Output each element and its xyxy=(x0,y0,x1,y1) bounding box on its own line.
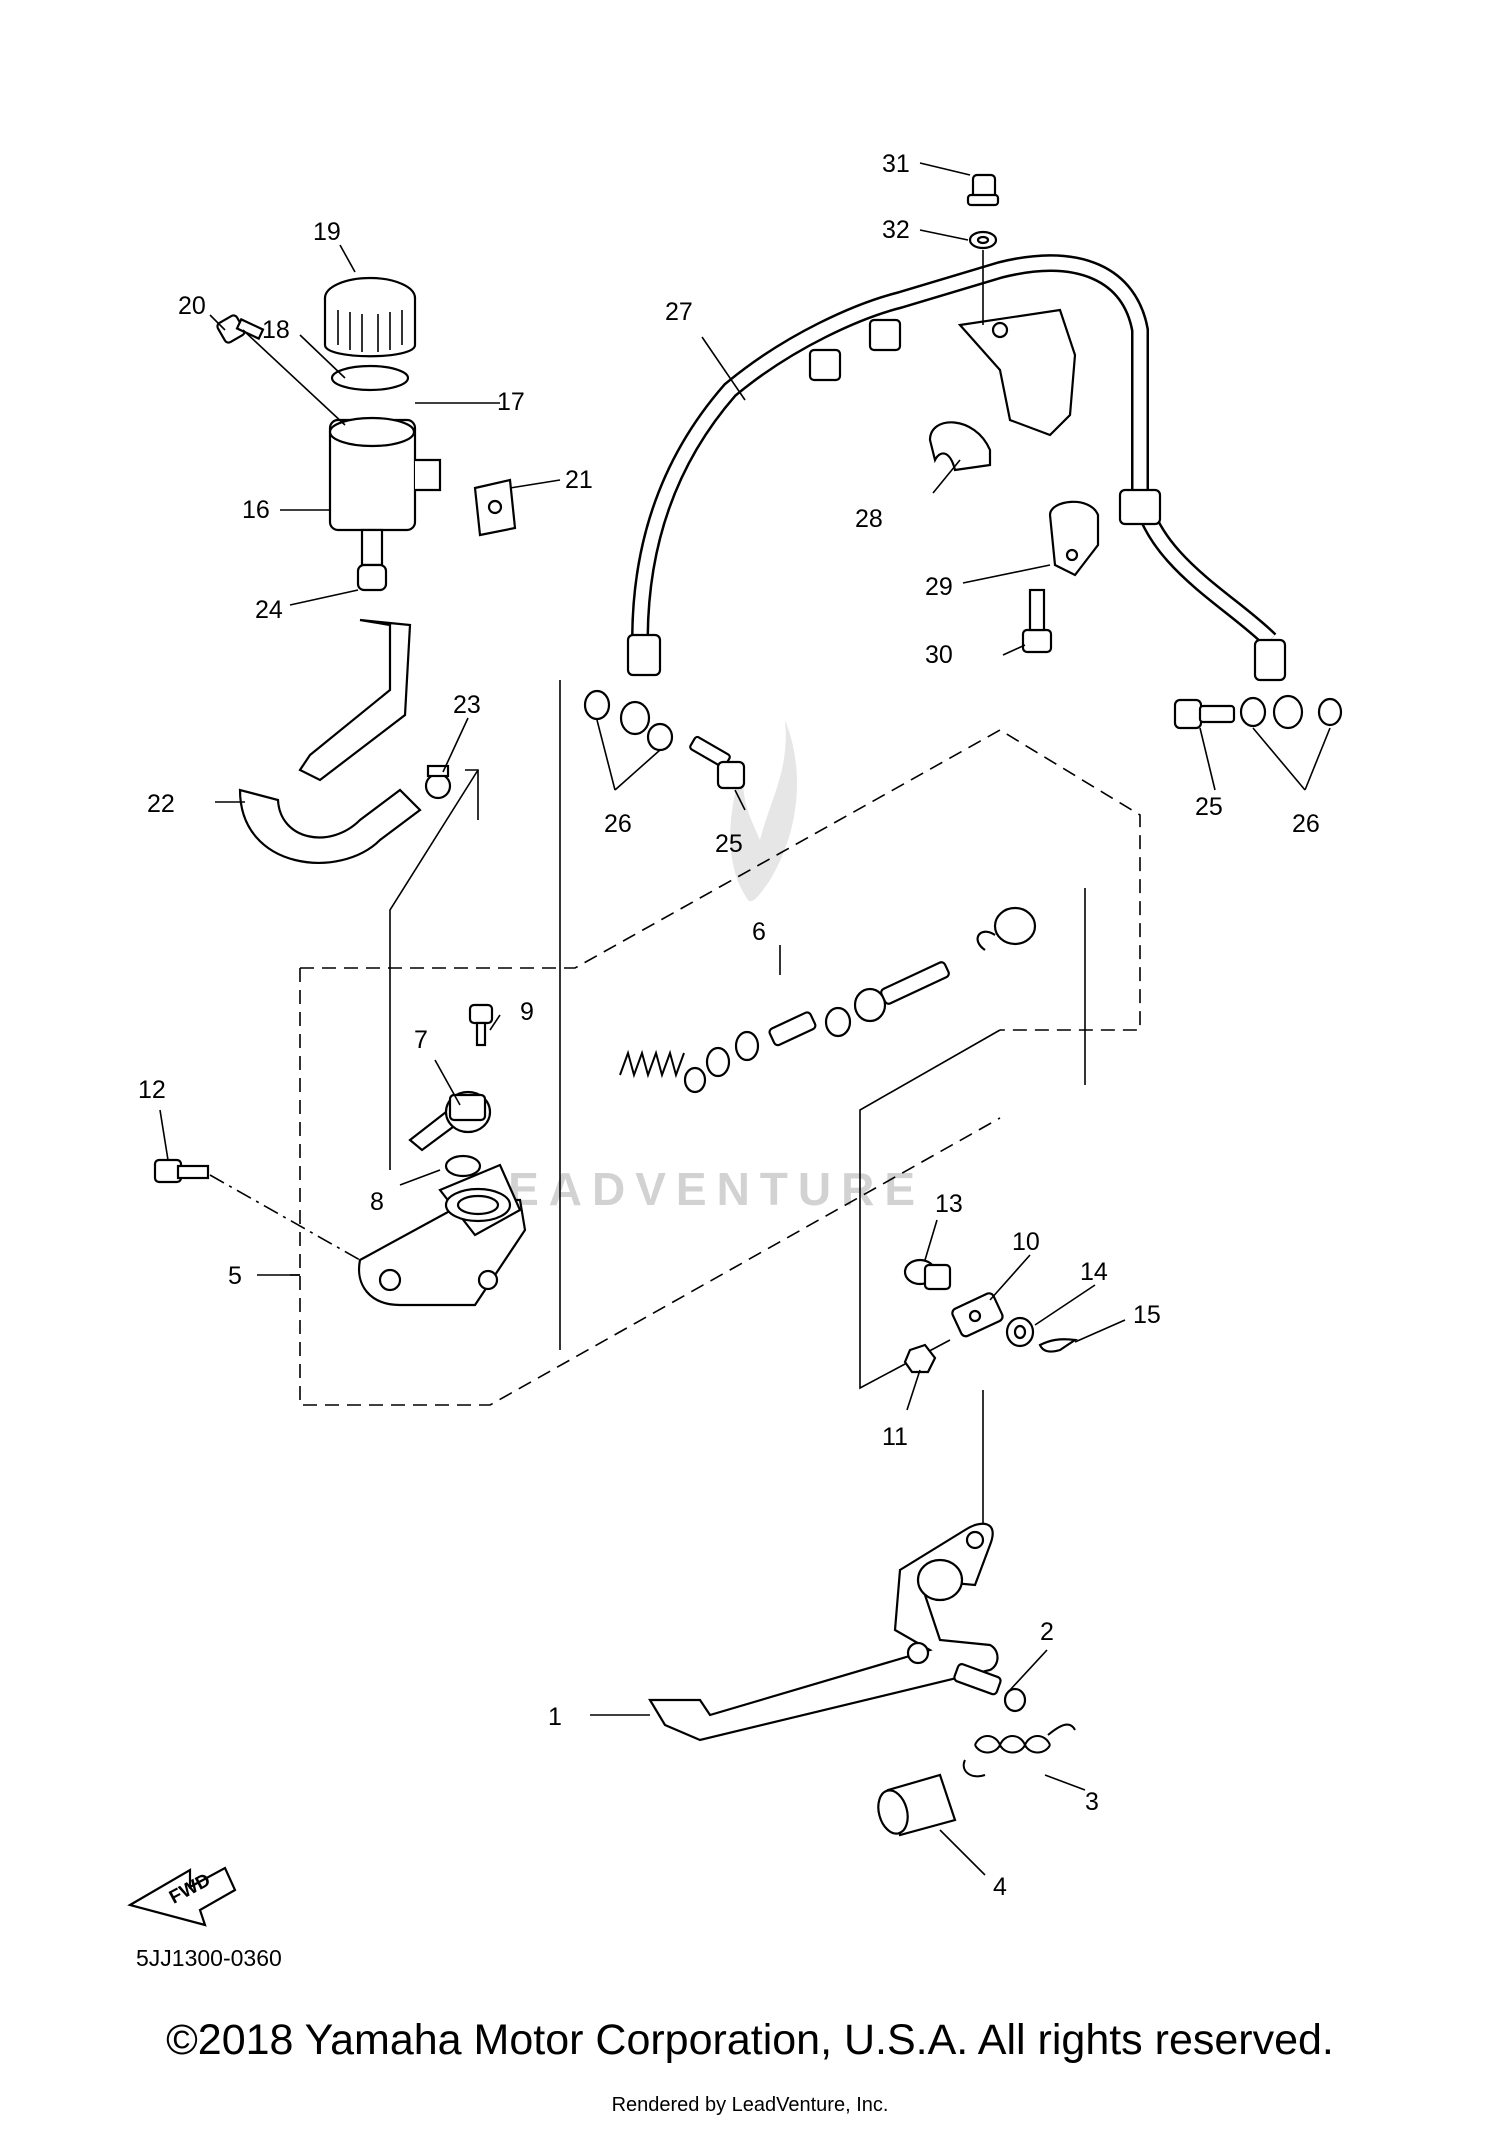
fwd-arrow: FWD xyxy=(127,1866,237,1927)
hose-clamp xyxy=(1048,500,1100,577)
callout-1: 1 xyxy=(548,1703,562,1731)
pin-13 xyxy=(903,1258,952,1291)
pedal-bushing xyxy=(877,1773,957,1837)
copyright-notice: ©2018 Yamaha Motor Corporation, U.S.A. A… xyxy=(166,2016,1334,2064)
callout-labels: 1 2 3 4 5 6 7 8 9 10 11 12 13 14 15 16 1… xyxy=(138,150,1320,1901)
brake-pedal xyxy=(648,1522,999,1742)
callout-25-right: 25 xyxy=(1195,793,1223,821)
callout-31: 31 xyxy=(882,150,910,178)
callout-20: 20 xyxy=(178,292,206,320)
callout-2: 2 xyxy=(1040,1618,1054,1646)
callout-26-left: 26 xyxy=(604,810,632,838)
hose-joint xyxy=(408,1090,492,1152)
rendered-by-notice: Rendered by LeadVenture, Inc. xyxy=(611,2094,889,2116)
bolt-12 xyxy=(153,1158,210,1184)
callout-10: 10 xyxy=(1012,1228,1040,1256)
callout-4: 4 xyxy=(993,1873,1007,1901)
washer-14 xyxy=(1005,1316,1035,1348)
hose-guide xyxy=(928,308,1077,472)
piston-kit xyxy=(619,906,1037,1094)
leader-lines xyxy=(159,162,1331,1876)
callout-6: 6 xyxy=(752,918,766,946)
reservoir-cap-ridges xyxy=(337,310,403,352)
callout-29: 29 xyxy=(925,573,953,601)
callout-14: 14 xyxy=(1080,1258,1108,1286)
callout-13: 13 xyxy=(935,1190,963,1218)
bolt-30 xyxy=(1021,588,1053,654)
hose-clip xyxy=(424,764,452,800)
bolt-9 xyxy=(468,1003,494,1047)
washers-left xyxy=(583,689,674,752)
callout-25-left: 25 xyxy=(715,830,743,858)
return-spring xyxy=(962,1723,1076,1778)
cotter-pin-15 xyxy=(1038,1338,1079,1353)
washer-32 xyxy=(968,230,998,250)
bolt-20 xyxy=(216,314,265,344)
watermark: LEADVENTURE xyxy=(470,720,925,1215)
callout-19: 19 xyxy=(313,218,341,246)
callout-21: 21 xyxy=(565,466,593,494)
callout-17: 17 xyxy=(497,388,525,416)
callout-3: 3 xyxy=(1085,1788,1099,1816)
callout-32: 32 xyxy=(882,216,910,244)
nut-11 xyxy=(903,1343,937,1374)
joint-10 xyxy=(951,1292,1004,1338)
brake-hose xyxy=(626,254,1287,682)
reservoir-tank xyxy=(323,276,442,592)
reservoir-bracket xyxy=(473,478,517,537)
callout-26-right: 26 xyxy=(1292,810,1320,838)
callout-8: 8 xyxy=(370,1188,384,1216)
callout-16: 16 xyxy=(242,496,270,524)
callout-12: 12 xyxy=(138,1076,166,1104)
master-cylinder xyxy=(357,1163,527,1307)
bracket-lines xyxy=(389,680,1086,1525)
callout-15: 15 xyxy=(1133,1301,1161,1329)
callout-23: 23 xyxy=(453,691,481,719)
callout-22: 22 xyxy=(147,790,175,818)
union-bolt-left xyxy=(689,735,746,790)
callout-24: 24 xyxy=(255,596,283,624)
callout-30: 30 xyxy=(925,641,953,669)
callout-7: 7 xyxy=(414,1026,428,1054)
callout-27: 27 xyxy=(665,298,693,326)
callout-18: 18 xyxy=(262,316,290,344)
callout-5: 5 xyxy=(228,1262,242,1290)
pedal-bolt xyxy=(953,1663,1027,1713)
reservoir-hose xyxy=(238,618,422,864)
union-bolt-right xyxy=(1173,698,1236,730)
part-code: 5JJ1300-0360 xyxy=(136,1945,282,1971)
o-ring xyxy=(444,1154,482,1178)
callout-9: 9 xyxy=(520,998,534,1026)
callout-11: 11 xyxy=(882,1423,908,1451)
parts-diagram: LEADVENTURE xyxy=(127,150,1343,1971)
callout-28: 28 xyxy=(855,505,883,533)
bolt-31 xyxy=(966,173,1000,207)
washers-right xyxy=(1239,694,1343,730)
watermark-text: LEADVENTURE xyxy=(470,1163,925,1215)
